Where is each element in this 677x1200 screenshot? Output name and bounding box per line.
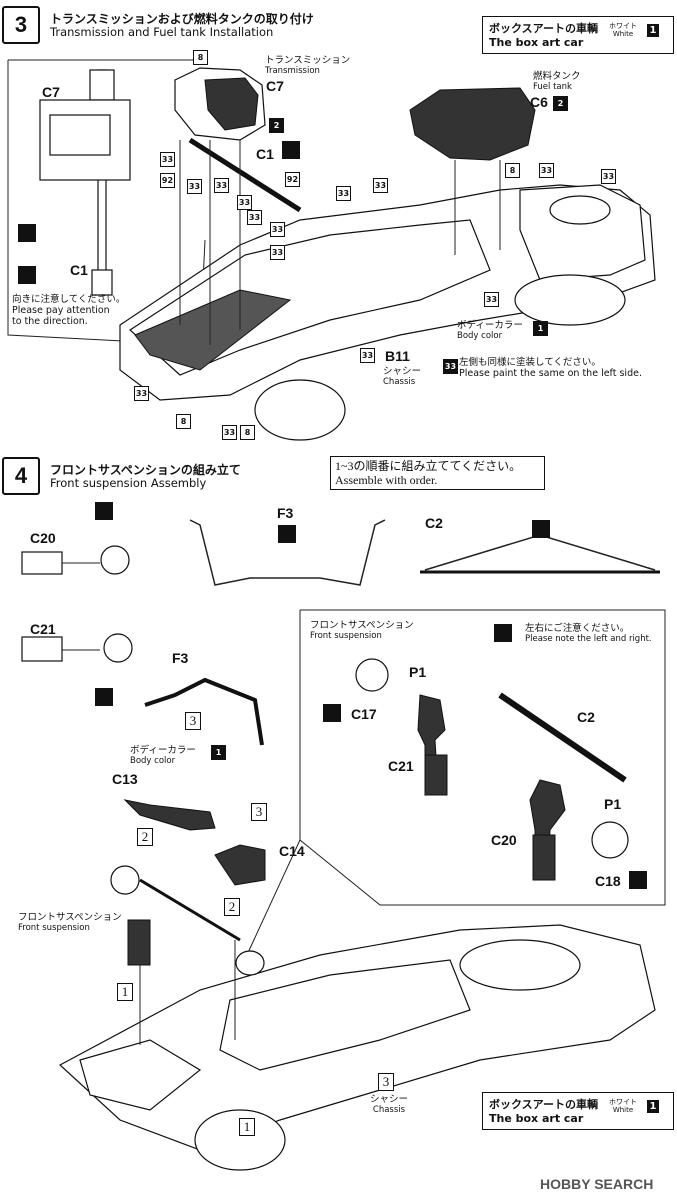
paint-pattern-icon <box>18 224 36 242</box>
step-3-title-en: Transmission and Fuel tank Installation <box>50 25 274 39</box>
order-number: 1 <box>239 1118 255 1136</box>
paint-left-note: 左側も同様に塗装してください。 Please paint the same on… <box>459 357 642 379</box>
paint-tag: 33 <box>187 179 202 194</box>
chassis-label: シャシー Chassis <box>383 366 422 387</box>
fueltank-label: 燃料タンク Fuel tank <box>533 71 581 92</box>
inset-part-c2: C2 <box>577 709 595 725</box>
order-number: 1 <box>117 983 133 1001</box>
paint-tag: 8 <box>193 50 208 65</box>
boxart-title-en: The box art car <box>489 1112 584 1125</box>
paint-tag: 33 <box>601 169 616 184</box>
paint-tag: 33 <box>270 245 285 260</box>
paint-tag: 33 <box>214 178 229 193</box>
paint-tag: 92 <box>160 173 175 188</box>
caution-icon <box>282 141 300 159</box>
chassis-label-step4: シャシー Chassis <box>370 1094 409 1115</box>
boxart-title-jp: ボックスアートの車輌 <box>489 22 599 35</box>
step-3-number: 3 <box>2 6 40 44</box>
paint-tag: 33 <box>270 222 285 237</box>
paint-tag: 33 <box>360 348 375 363</box>
paint-tag: 33 <box>336 186 351 201</box>
order-number: 3 <box>185 712 201 730</box>
caution-icon <box>629 871 647 889</box>
part-f3-mid: F3 <box>172 650 189 666</box>
direction-note: 向きに注意してください。 Please pay attention to the… <box>12 294 126 327</box>
inset-part-c20: C20 <box>491 832 517 848</box>
part-c20-top: C20 <box>30 530 56 546</box>
caution-icon <box>18 266 36 284</box>
paint-pattern-icon <box>95 502 113 520</box>
part-c13: C13 <box>112 771 138 787</box>
part-c7-left: C7 <box>42 84 60 100</box>
paint-tag: 8 <box>176 414 191 429</box>
bodycolor-label-step4: ボディーカラー Body color <box>130 745 196 766</box>
boxart-title-en: The box art car <box>489 36 584 49</box>
paint-tag: 33 <box>160 152 175 167</box>
bodycolor-paint-number-step4: 1 <box>211 745 226 760</box>
paint-tag: 2 <box>269 118 284 133</box>
caution-icon <box>323 704 341 722</box>
inset-part-p1-bottom: P1 <box>604 796 622 812</box>
inset-part-c18: C18 <box>595 873 621 889</box>
transmission-label: トランスミッション Transmission <box>265 55 351 76</box>
step-3-diagram <box>7 59 656 441</box>
part-c14: C14 <box>279 843 305 859</box>
part-c1-left: C1 <box>70 262 88 278</box>
paint-tag: 33 <box>134 386 149 401</box>
step-4-number: 4 <box>2 457 40 495</box>
paint-tag: 33 <box>373 178 388 193</box>
part-f3-top: F3 <box>277 505 294 521</box>
part-c21-left: C21 <box>30 621 56 637</box>
step-4-title-jp: フロントサスペンションの組み立て <box>50 463 241 477</box>
paint-tag: 33 <box>237 195 252 210</box>
inset-part-c21: C21 <box>388 758 414 774</box>
frontsusp-label: フロントサスペンション Front suspension <box>18 912 122 933</box>
part-b11: B11 <box>385 348 410 364</box>
boxart-color-number: 1 <box>647 1100 659 1113</box>
step-3-title-jp: トランスミッションおよび燃料タンクの取り付け <box>50 12 314 26</box>
part-c2-top: C2 <box>425 515 443 531</box>
paint-pattern-icon <box>532 520 550 538</box>
inset-part-p1-top: P1 <box>409 664 427 680</box>
part-c1-main: C1 <box>256 146 274 162</box>
paint-pattern-icon <box>278 525 296 543</box>
step-4-title-en: Front suspension Assembly <box>50 476 207 490</box>
paint-tag: 33 <box>484 292 499 307</box>
boxart-color-number: 1 <box>647 24 659 37</box>
inset-note: 左右にご注意ください。 Please note the left and rig… <box>525 623 652 644</box>
paint-tag: 33 <box>222 425 237 440</box>
inset-part-c17: C17 <box>351 706 377 722</box>
paint-tag: 8 <box>505 163 520 178</box>
order-number: 3 <box>251 803 267 821</box>
order-number: 2 <box>224 898 240 916</box>
paint-tag: 33 <box>539 163 554 178</box>
chassis-step-ref: 3 <box>378 1073 394 1091</box>
paint-tag: 33 <box>247 210 262 225</box>
paint-tag: 92 <box>285 172 300 187</box>
paint-tag: 8 <box>240 425 255 440</box>
part-c7-main: C7 <box>266 78 284 94</box>
watermark: HOBBY SEARCH <box>540 1176 654 1192</box>
bodycolor-paint-number: 1 <box>533 321 548 336</box>
part-c6: C6 <box>530 94 548 110</box>
paint-tag-33: 33 <box>443 359 458 374</box>
c6-paint-number: 2 <box>553 96 568 111</box>
bodycolor-label: ボディーカラー Body color <box>457 320 523 341</box>
caution-icon <box>494 624 512 642</box>
inset-title: フロントサスペンション Front suspension <box>310 620 414 641</box>
boxart-title-jp: ボックスアートの車輌 <box>489 1098 599 1111</box>
paint-pattern-icon <box>95 688 113 706</box>
assembly-order-note: 1~3の順番に組み立ててください。 Assemble with order. <box>330 456 545 490</box>
order-number: 2 <box>137 828 153 846</box>
